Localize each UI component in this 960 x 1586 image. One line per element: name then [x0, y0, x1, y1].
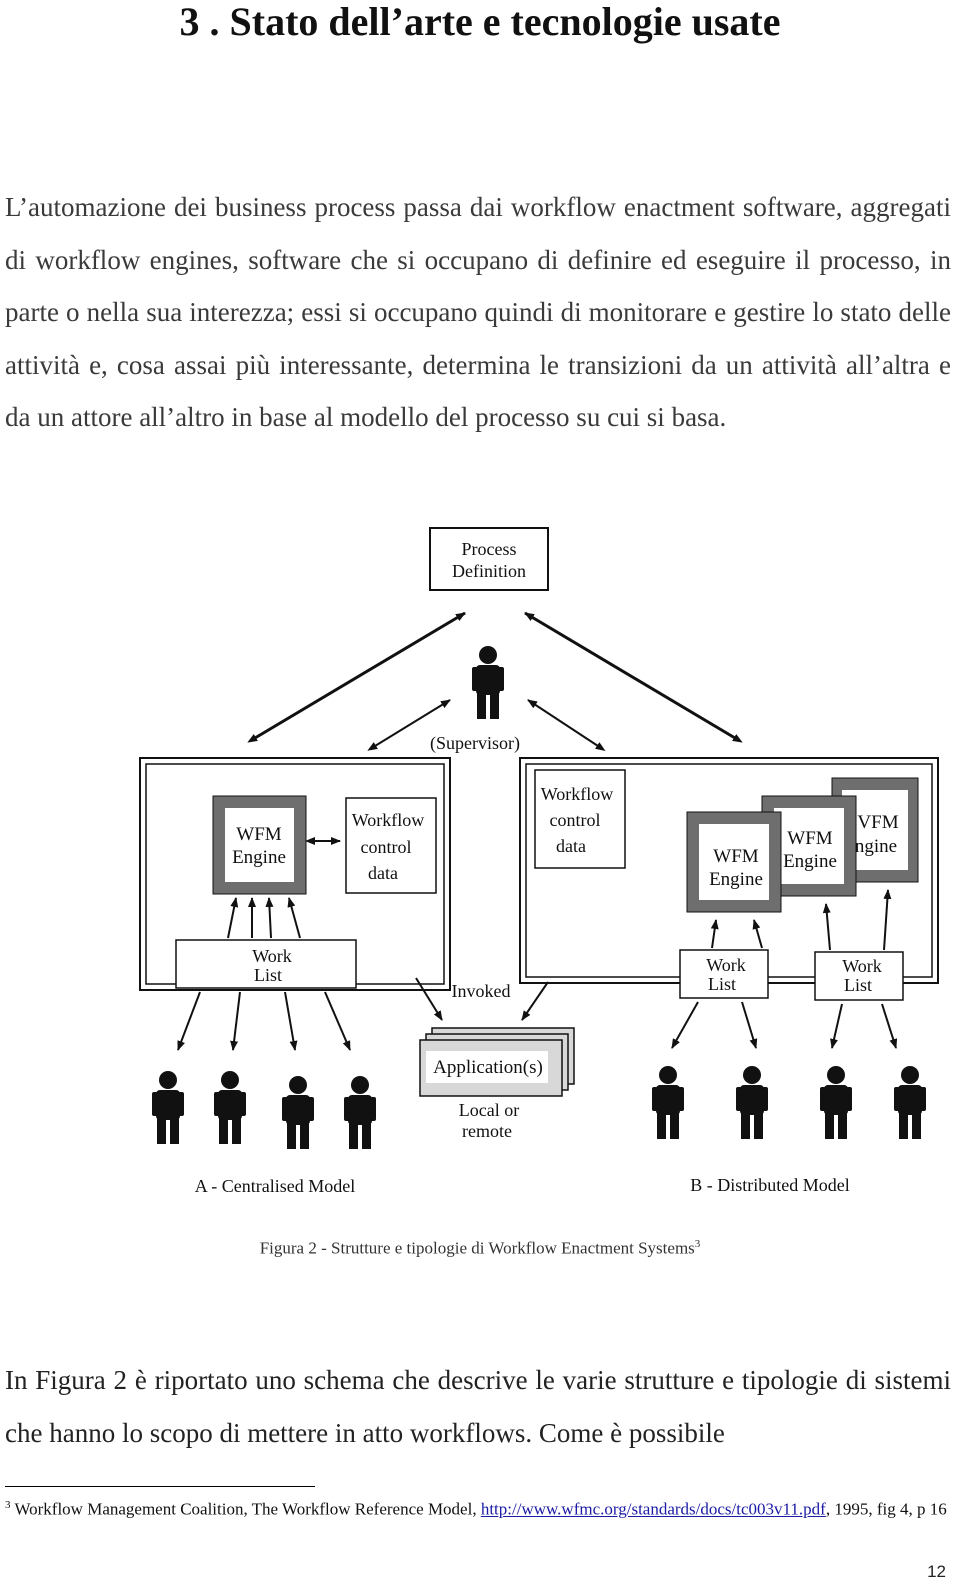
arrow-wlr-person-4 [881, 1003, 898, 1049]
arrow-wl-engine-4 [287, 897, 301, 939]
footnote-ref: 3 [694, 1238, 701, 1250]
wfm-engine-left-label-2: Engine [232, 847, 286, 868]
process-definition-box: Process Definition [429, 527, 549, 591]
wcd-right-label-2: control [550, 810, 601, 830]
arrow-left-diagonal [247, 611, 466, 743]
arrow-wl-person-3 [284, 991, 298, 1051]
footnote-tail: , 1995, fig 4, p 16 [825, 1499, 947, 1519]
applications-stack: Application(s) [419, 1027, 575, 1097]
wfm-engine-middle: WFM Engine [761, 795, 857, 897]
arrow-wl-person-1 [177, 991, 201, 1051]
work-list-right-1: Work List [679, 949, 769, 999]
model-b-label: B - Distributed Model [690, 1175, 850, 1195]
wfm-engine-front: WFM Engine [686, 811, 782, 913]
page-title: 3 . Stato dell’arte e tecnologie usate [179, 0, 781, 44]
wfm-engine-front-label-2: Engine [709, 869, 763, 890]
user-person-icon [736, 1066, 768, 1139]
arrow-wlr1-engine-2 [752, 919, 763, 949]
footnote-text: Workflow Management Coalition, The Workf… [14, 1499, 477, 1519]
user-person-icon [820, 1066, 852, 1139]
arrow-wlr-person-2 [741, 1001, 758, 1049]
arrow-wlr-person-3 [830, 1003, 843, 1049]
user-person-icon [214, 1071, 246, 1144]
arrow-wl-engine-3 [265, 897, 274, 939]
wfm-engine-middle-label-1: WFM [787, 828, 833, 849]
wcd-left-label-3: data [368, 863, 398, 883]
invoked-label: Invoked [452, 981, 511, 1001]
user-person-icon [152, 1071, 184, 1144]
arrow-wl-person-4 [324, 991, 351, 1051]
footnote-divider [5, 1486, 315, 1487]
wcd-right-label-3: data [556, 836, 586, 856]
arrow-wl-person-2 [230, 991, 241, 1051]
user-person-icon [344, 1076, 376, 1149]
local-or-remote-label-2: remote [462, 1121, 512, 1141]
arrow-wlr2-engine-2 [883, 889, 892, 951]
supervisor-label: (Supervisor) [430, 733, 520, 754]
user-person-icon [652, 1066, 684, 1139]
work-list-left-label-2: List [254, 965, 282, 985]
wcd-left-label-2: control [361, 837, 412, 857]
body-paragraph: In Figura 2 è riportato uno schema che d… [5, 1365, 951, 1448]
wfm-engine-back-label-1: VFM [857, 812, 898, 833]
arrow-supervisor-right [527, 699, 606, 751]
wfm-engine-left-label-1: WFM [236, 824, 282, 845]
user-person-icon [894, 1066, 926, 1139]
wfm-engine-back-label-2: ngine [855, 836, 897, 857]
arrow-wlr-person-1 [671, 1001, 699, 1049]
page-number: 12 [927, 1562, 946, 1581]
work-list-right-2-label-1: Work [842, 956, 882, 976]
local-or-remote-label-1: Local or [459, 1100, 519, 1120]
process-definition-label-1: Process [462, 539, 517, 559]
applications-label: Application(s) [433, 1057, 543, 1078]
work-list-right-2: Work List [814, 951, 904, 1001]
wcd-left-label-1: Workflow [352, 810, 425, 830]
arrow-wlr1-engine [710, 919, 719, 949]
wfm-engine-front-label-1: WFM [713, 846, 759, 867]
footnote: 3 Workflow Management Coalition, The Wor… [5, 1494, 950, 1521]
wfm-engine-middle-label-2: Engine [783, 851, 837, 872]
arrow-invoked-left [415, 977, 443, 1021]
figure-caption: Figura 2 - Strutture e tipologie di Work… [0, 1238, 960, 1259]
work-list-left-label-1: Work [252, 946, 292, 966]
process-definition-label-2: Definition [452, 561, 526, 581]
footnote-marker: 3 [5, 1499, 11, 1511]
user-person-icon [282, 1076, 314, 1149]
workflow-control-data-left: Workflow control data [345, 797, 437, 894]
arrow-wl-engine-1 [227, 897, 239, 939]
work-list-left: Work List [175, 939, 357, 989]
workflow-control-data-right: Workflow control data [534, 769, 626, 869]
model-a-label: A - Centralised Model [195, 1176, 355, 1196]
figure-caption-text: Figura 2 - Strutture e tipologie di Work… [259, 1238, 695, 1258]
work-list-right-1-label-1: Work [706, 955, 746, 975]
intro-paragraph: L’automazione dei business process passa… [5, 192, 951, 432]
supervisor-person-icon [472, 646, 504, 719]
arrow-invoked-right [521, 981, 549, 1021]
wfm-engine-left: WFM Engine [212, 795, 307, 895]
workflow-figure: Process Definition (Supervisor) WFM Engi… [0, 520, 960, 1210]
wcd-right-label-1: Workflow [541, 784, 614, 804]
work-list-right-2-label-2: List [844, 975, 872, 995]
work-list-right-1-label-2: List [708, 974, 736, 994]
arrow-right-diagonal [524, 611, 743, 743]
arrow-supervisor-left [367, 699, 451, 751]
arrow-wlr2-engine [822, 903, 831, 951]
footnote-link[interactable]: http://www.wfmc.org/standards/docs/tc003… [480, 1499, 826, 1519]
